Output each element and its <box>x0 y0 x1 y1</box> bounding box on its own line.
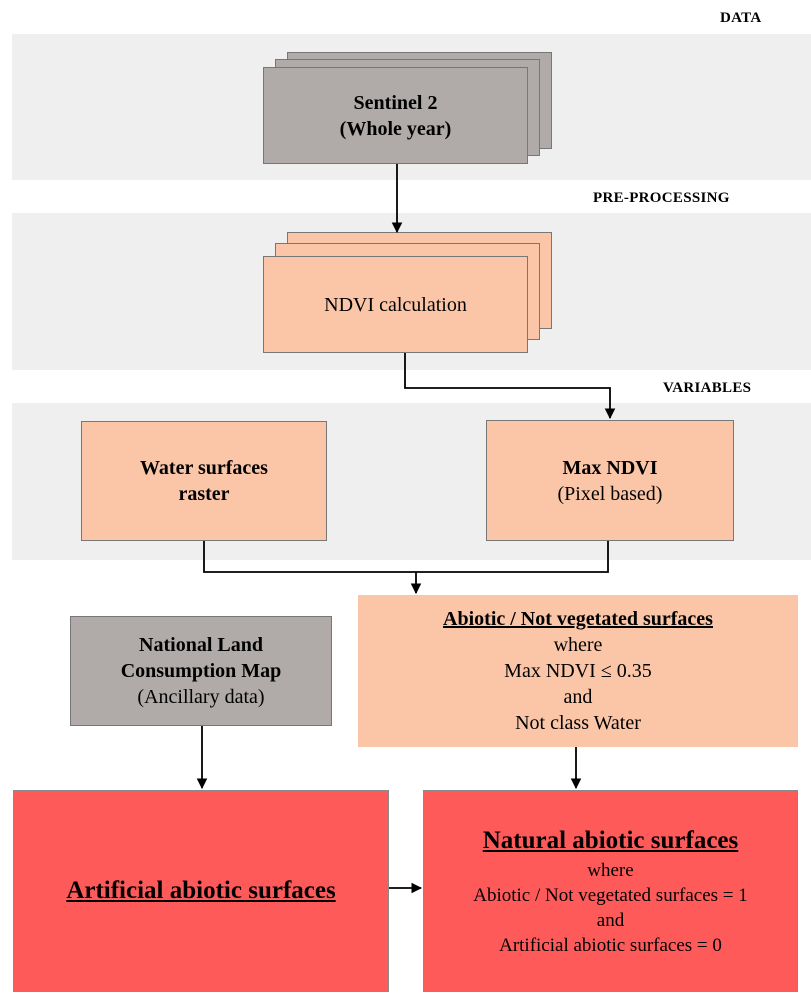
max-ndvi-title: Max NDVI <box>562 456 658 479</box>
section-label-data: DATA <box>720 10 762 26</box>
national-land-consumption-box: National Land Consumption Map (Ancillary… <box>70 616 332 726</box>
water-surfaces-subtitle: raster <box>178 483 230 505</box>
connector-variables-merge <box>203 541 609 573</box>
ndvi-calculation-label: NDVI calculation <box>324 293 467 316</box>
national-land-line3: (Ancillary data) <box>137 686 265 708</box>
sentinel-title: Sentinel 2 <box>353 91 438 114</box>
artificial-abiotic-box: Artificial abiotic surfaces <box>13 790 389 992</box>
arrow-ndvi-to-max-ndvi <box>404 353 616 420</box>
national-land-line1: National Land <box>139 634 263 656</box>
national-land-line2: Consumption Map <box>120 660 282 682</box>
water-surfaces-title: Water surfaces <box>140 457 268 479</box>
natural-condition-abiotic: Abiotic / Not vegetated surfaces = 1 <box>473 885 748 906</box>
abiotic-condition-ndvi: Max NDVI ≤ 0.35 <box>504 660 652 682</box>
artificial-abiotic-title: Artificial abiotic surfaces <box>66 877 336 904</box>
natural-abiotic-title: Natural abiotic surfaces <box>482 827 739 854</box>
ndvi-calculation-box: NDVI calculation <box>263 256 528 353</box>
abiotic-condition-water: Not class Water <box>515 712 641 734</box>
sentinel-box: Sentinel 2 (Whole year) <box>263 67 528 164</box>
natural-abiotic-box: Natural abiotic surfaces where Abiotic /… <box>423 790 798 992</box>
abiotic-and: and <box>563 686 593 708</box>
sentinel-subtitle: (Whole year) <box>339 117 452 140</box>
abiotic-title: Abiotic / Not vegetated surfaces <box>443 608 713 630</box>
natural-where: where <box>587 860 634 881</box>
max-ndvi-subtitle: (Pixel based) <box>557 482 663 505</box>
max-ndvi-box: Max NDVI (Pixel based) <box>486 420 734 541</box>
section-label-preprocessing: PRE-PROCESSING <box>593 190 730 206</box>
water-surfaces-box: Water surfaces raster <box>81 421 327 541</box>
abiotic-surfaces-box: Abiotic / Not vegetated surfaces where M… <box>358 595 798 747</box>
natural-and: and <box>596 910 625 931</box>
natural-condition-artificial: Artificial abiotic surfaces = 0 <box>499 935 722 956</box>
abiotic-where: where <box>553 634 603 656</box>
section-label-variables: VARIABLES <box>663 380 752 396</box>
